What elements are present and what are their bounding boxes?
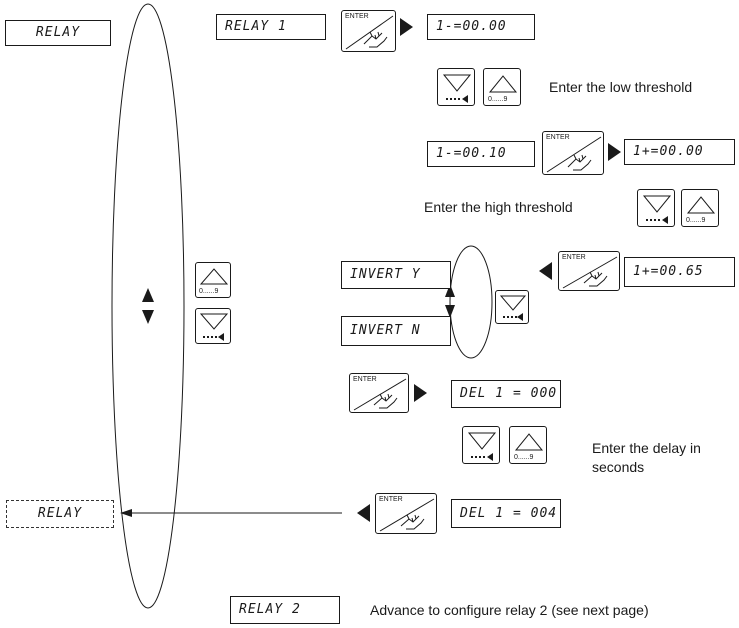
down-triangle-with-left-arrow-icon [199,313,229,341]
display-low-threshold-initial: 1-=00.00 [427,14,535,40]
up-key-low-threshold[interactable]: 0......9 [483,68,521,106]
hand-pressing-enter-icon [546,136,602,173]
display-low-threshold-set: 1-=00.10 [427,141,535,167]
hand-pressing-enter-icon [562,256,618,289]
enter-key-delay[interactable]: ENTER [375,493,437,534]
enter-key-label: ENTER [546,134,570,141]
exit-arrowhead [120,509,132,517]
down-key-high-threshold[interactable] [637,189,675,227]
enter-key-low-threshold[interactable]: ENTER [542,131,604,175]
down-key-low-threshold[interactable] [437,68,475,106]
up-triangle-digit-icon [488,75,518,93]
down-triangle-with-left-arrow-icon [467,432,497,461]
display-delay-set: DEL 1 = 004 [451,499,561,528]
up-triangle-digit-icon [514,433,544,451]
enter-key-label: ENTER [353,376,377,383]
enter-key-relay1[interactable]: ENTER [341,10,396,52]
display-delay-initial: DEL 1 = 000 [451,380,561,408]
up-key-main-loop[interactable]: 0......9 [195,262,231,298]
note-delay-line2: seconds [592,459,645,475]
loop-up-arrowhead [142,288,154,302]
enter-key-label: ENTER [562,254,586,261]
arrow-to-delay [414,384,427,402]
enter-key-label: ENTER [379,496,403,503]
up-triangle-digit-icon [686,196,716,214]
enter-key-label: ENTER [345,13,369,20]
display-relay-2: RELAY 2 [230,596,340,624]
arrow-to-low-initial [400,18,413,36]
up-key-high-threshold[interactable]: 0......9 [681,189,719,227]
digit-range-label: 0......9 [514,454,534,461]
main-loop-ellipse [111,3,185,609]
down-key-main-loop[interactable] [195,308,231,344]
note-low-threshold: Enter the low threshold [549,79,693,95]
arrow-to-high-initial [608,143,621,161]
display-relay-exit: RELAY [6,500,114,528]
down-key-delay[interactable] [462,426,500,464]
down-triangle-with-left-arrow-icon [642,195,672,224]
display-invert-yes: INVERT Y [341,261,451,289]
arrow-from-delay-set [357,504,370,522]
display-high-threshold-initial: 1+=00.00 [624,139,735,165]
enter-key-invert[interactable]: ENTER [349,373,409,413]
down-triangle-with-left-arrow-icon [442,74,472,103]
display-invert-no: INVERT N [341,316,451,346]
note-delay-line1: Enter the delay in [592,440,701,456]
digit-range-label: 0......9 [488,96,508,103]
up-key-delay[interactable]: 0......9 [509,426,547,464]
loop-down-arrowhead [142,310,154,324]
digit-range-label: 0......9 [686,217,706,224]
hand-pressing-enter-icon [345,15,394,50]
up-triangle-digit-icon [199,268,229,285]
display-high-threshold-set: 1+=00.65 [624,257,735,287]
hand-pressing-enter-icon [379,498,435,532]
hand-pressing-enter-icon [353,378,407,411]
enter-key-high-threshold[interactable]: ENTER [558,251,620,291]
note-high-threshold: Enter the high threshold [424,199,573,215]
invert-down-arrowhead [445,305,455,318]
down-key-invert[interactable] [495,290,529,324]
note-advance: Advance to configure relay 2 (see next p… [370,602,649,618]
display-relay: RELAY [5,20,111,46]
invert-loop-ellipse [449,245,493,359]
display-relay-1: RELAY 1 [216,14,326,40]
invert-up-arrowhead [445,284,455,297]
digit-range-label: 0......9 [199,288,219,295]
arrow-from-high-set [539,262,552,280]
down-triangle-with-left-arrow-icon [499,295,527,321]
